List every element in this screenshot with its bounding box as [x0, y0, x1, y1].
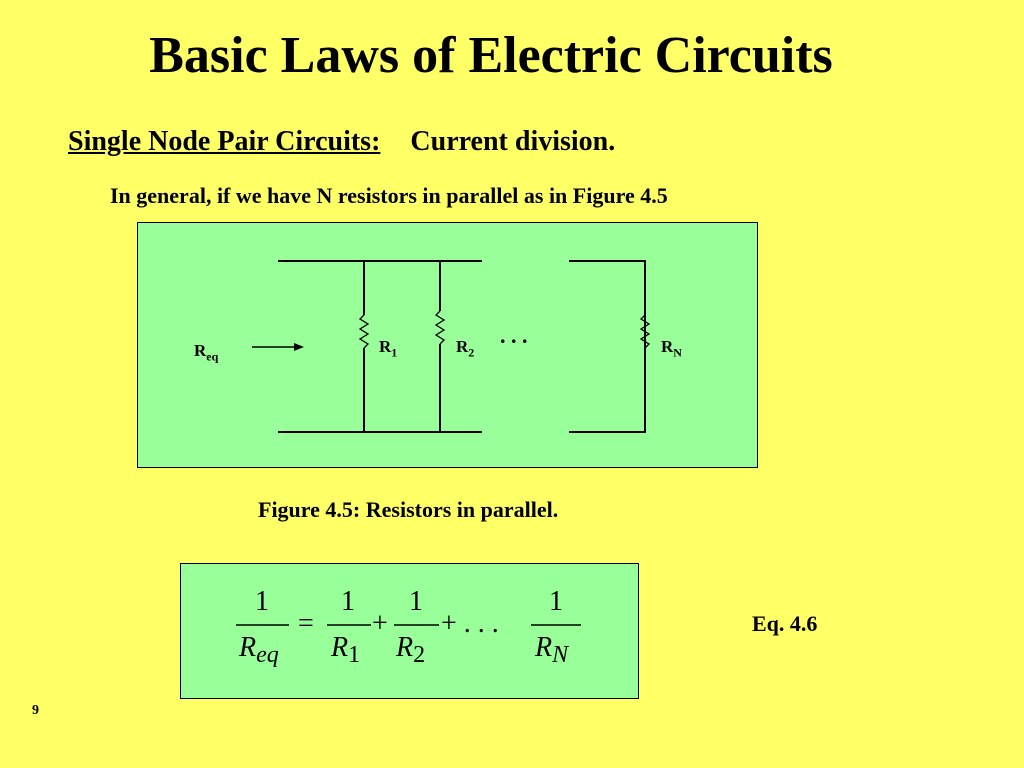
r1-label: R1	[379, 337, 398, 360]
slide-title: Basic Laws of Electric Circuits	[149, 27, 833, 84]
denominator-req: Req	[239, 632, 279, 668]
page-number: 9	[32, 703, 39, 718]
denominator-r2: R2	[396, 632, 426, 668]
r2-zigzag	[434, 310, 446, 345]
current-division-equation: 1 1 1 1 Req R1 R2 RN = + + . . .	[180, 563, 639, 699]
rn-branch-wire	[569, 260, 646, 433]
figure-caption: Figure 4.5: Resistors in parallel.	[258, 497, 559, 522]
parallel-resistor-figure: Req R1 R2 . . . RN	[137, 222, 758, 468]
equals-sign: =	[298, 608, 314, 639]
branch-ellipsis: . . .	[500, 323, 528, 348]
slide-subtitle: Single Node Pair Circuits: Current divisi…	[68, 126, 615, 158]
req-arrow-head	[294, 343, 304, 351]
equation-fraction-bars	[236, 624, 581, 626]
intro-text: In general, if we have N resistors in pa…	[110, 183, 668, 208]
numerator-rn: 1	[549, 586, 563, 617]
equation-number: Eq. 4.6	[752, 611, 818, 636]
r2-label: R2	[456, 337, 475, 360]
subtitle-detail: Current division.	[410, 126, 616, 157]
rn-label: RN	[661, 337, 682, 360]
rn-zigzag	[639, 314, 651, 349]
plus-sign: +	[372, 608, 388, 639]
circuit-diagram	[252, 260, 651, 433]
numerator-r2: 1	[409, 586, 423, 617]
req-label: Req	[194, 341, 219, 364]
plus-ellipsis: + . . .	[441, 608, 499, 639]
r1-zigzag	[358, 314, 370, 349]
numerator-req: 1	[255, 586, 269, 617]
denominator-rn: RN	[535, 632, 569, 668]
subtitle-topic: Single Node Pair Circuits:	[68, 126, 381, 157]
denominator-r1: R1	[331, 632, 361, 668]
numerator-r1: 1	[341, 586, 355, 617]
